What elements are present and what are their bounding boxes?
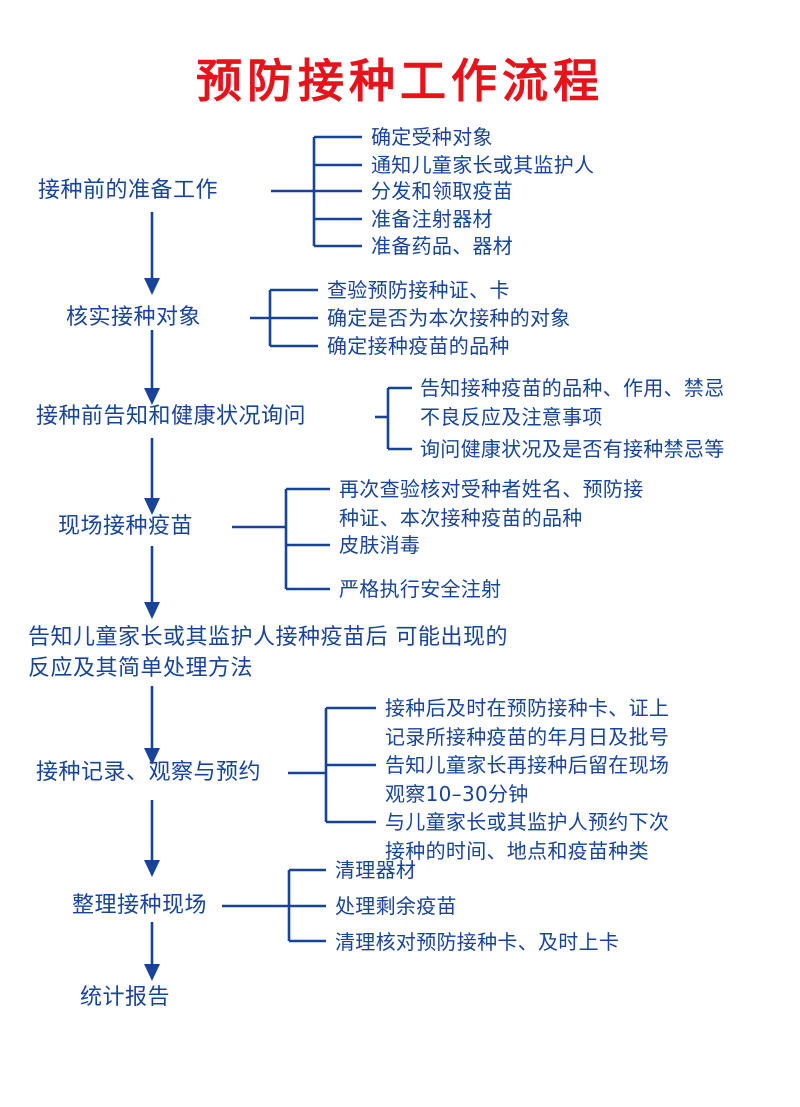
step-label-1[interactable]: 接种前的准备工作	[38, 178, 219, 203]
step-1-item-4[interactable]: 准备注射器材	[371, 207, 493, 231]
step-4-item-3[interactable]: 严格执行安全注射	[339, 577, 502, 601]
flow-arrow-1-to-2	[144, 212, 160, 295]
bracket-step-7	[222, 868, 326, 943]
flow-arrow-4-to-5	[144, 546, 160, 619]
bracket-step-1	[271, 135, 362, 248]
step-7-item-1[interactable]: 清理器材	[335, 858, 417, 882]
bracket-step-4	[232, 487, 330, 591]
bracket-step-3	[375, 386, 412, 451]
step-label-2[interactable]: 核实接种对象	[66, 305, 202, 330]
step-1-item-2[interactable]: 通知儿童家长或其监护人	[371, 153, 595, 177]
flow-arrow-3-to-4	[144, 438, 160, 515]
flow-arrow-2-to-3	[144, 330, 160, 405]
step-3-item-2[interactable]: 询问健康状况及是否有接种禁忌等	[420, 437, 725, 461]
step-4-item-2[interactable]: 皮肤消毒	[339, 533, 421, 557]
step-1-item-1[interactable]: 确定受种对象	[371, 125, 493, 149]
page-title: 预防接种工作流程	[196, 54, 604, 108]
step-6-item-2[interactable]: 告知儿童家长再接种后留在现场 观察10–30分钟	[385, 753, 670, 806]
bracket-step-6	[288, 706, 376, 824]
step-3-item-1[interactable]: 告知接种疫苗的品种、作用、禁忌 不良反应及注意事项	[420, 376, 725, 429]
step-6-item-3[interactable]: 与儿童家长或其监护人预约下次 接种的时间、地点和疫苗种类	[385, 810, 670, 863]
step-7-item-2[interactable]: 处理剩余疫苗	[335, 894, 457, 918]
step-2-item-2[interactable]: 确定是否为本次接种的对象	[327, 306, 571, 330]
step-6-item-1[interactable]: 接种后及时在预防接种卡、证上 记录所接种疫苗的年月日及批号	[385, 696, 670, 749]
flow-arrow-7-to-8	[144, 922, 160, 981]
step-label-7[interactable]: 整理接种现场	[72, 893, 208, 918]
flow-arrow-6-to-7	[144, 800, 160, 877]
flow-arrow-5-to-6	[144, 686, 160, 765]
step-label-5[interactable]: 告知儿童家长或其监护人接种疫苗后 可能出现的反应及其简单处理方法	[28, 625, 508, 681]
step-1-item-5[interactable]: 准备药品、器材	[371, 234, 514, 258]
step-4-item-1[interactable]: 再次查验核对受种者姓名、预防接 种证、本次接种疫苗的品种	[339, 477, 644, 530]
bracket-step-2	[250, 288, 318, 348]
step-1-item-3[interactable]: 分发和领取疫苗	[371, 179, 514, 203]
step-label-4[interactable]: 现场接种疫苗	[58, 514, 194, 539]
step-2-item-3[interactable]: 确定接种疫苗的品种	[327, 334, 510, 358]
step-2-item-1[interactable]: 查验预防接种证、卡	[327, 278, 510, 302]
step-label-6[interactable]: 接种记录、观察与预约	[36, 760, 262, 785]
step-7-item-3[interactable]: 清理核对预防接种卡、及时上卡	[335, 930, 620, 954]
step-label-3[interactable]: 接种前告知和健康状况询问	[36, 404, 307, 429]
step-label-8[interactable]: 统计报告	[80, 985, 171, 1010]
